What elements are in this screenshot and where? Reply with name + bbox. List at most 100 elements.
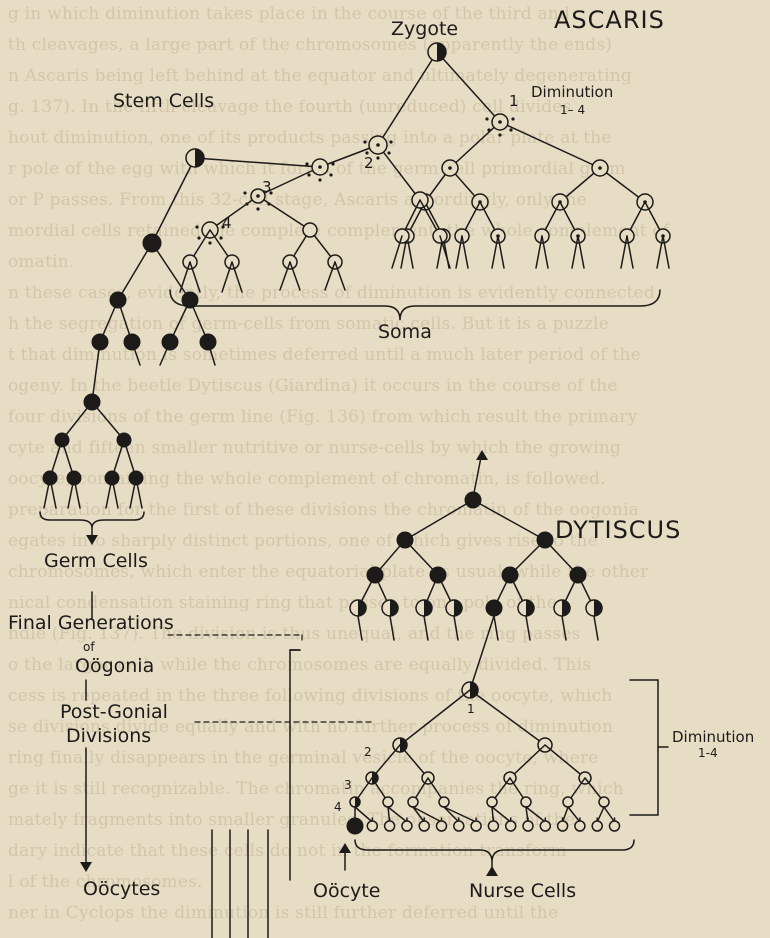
lineage-line xyxy=(535,235,543,269)
lineage-line xyxy=(449,121,501,169)
background-text-line: dary indicate that these cells do not in… xyxy=(8,841,567,861)
title-dytiscus: DYTISCUS xyxy=(555,516,682,544)
germ-cell-dark xyxy=(536,531,554,549)
somatic-cell xyxy=(453,820,465,832)
label-diminution-bottom-range: 1-4 xyxy=(698,746,718,760)
chromatin-granule xyxy=(487,128,491,132)
somatic-cell xyxy=(487,820,500,832)
lineage-line xyxy=(626,235,634,269)
chromatin-granule xyxy=(243,191,247,195)
lineage-line xyxy=(525,806,547,823)
somatic-cell-nucleus xyxy=(448,166,452,170)
lineage-line xyxy=(221,261,233,293)
lineage-line xyxy=(469,689,546,746)
background-text-line: or P passes. From this 32-cell stage, As… xyxy=(8,190,587,210)
chromatin-granule xyxy=(195,225,199,229)
germ-cell-dark xyxy=(346,817,364,835)
chromatin-granule xyxy=(208,241,212,245)
lineage-line xyxy=(159,341,171,366)
background-text-line: o the larger cell, while the chromosomes… xyxy=(8,655,592,675)
soma-bracket xyxy=(169,289,661,321)
chromatin-granule xyxy=(511,117,515,121)
lineage-line xyxy=(453,615,459,641)
somatic-cell xyxy=(522,820,534,832)
somatic-cell xyxy=(520,796,532,808)
background-text-line: ge it is still recognizable. The chromat… xyxy=(8,779,624,799)
germ-cells-bracket xyxy=(39,511,145,529)
lineage-line xyxy=(509,744,546,779)
dividing-cell-half xyxy=(454,600,462,616)
lineage-line xyxy=(194,157,321,168)
somatic-cell xyxy=(486,796,498,808)
lineage-line xyxy=(67,477,75,509)
lineage-line xyxy=(499,121,601,169)
lineage-line xyxy=(319,144,379,168)
lineage-line xyxy=(324,261,336,291)
arrow-head xyxy=(86,535,98,545)
lineage-line xyxy=(151,157,196,244)
somatic-cell-nucleus xyxy=(498,120,502,124)
lineage-line xyxy=(620,235,628,269)
somatic-cell-nucleus xyxy=(376,143,380,147)
chromatin-granule xyxy=(363,140,367,144)
lineage-line xyxy=(593,615,599,641)
arrow-head xyxy=(339,843,351,853)
germ-cell-dark xyxy=(429,566,447,584)
chromatin-granule xyxy=(307,173,311,177)
somatic-cell xyxy=(383,820,396,832)
background-text-line: g. 137). In the fifth cleavage the fourt… xyxy=(8,97,572,117)
lineage-line xyxy=(111,477,119,509)
label-diminution-top: Diminution xyxy=(531,83,614,101)
lineage-line xyxy=(117,242,153,301)
somatic-cell xyxy=(608,820,621,832)
title-ascaris: ASCARIS xyxy=(554,6,665,34)
lineage-line xyxy=(357,615,363,641)
chromatin-granule xyxy=(365,151,369,155)
lineage-line xyxy=(443,806,477,823)
marker-3-ascaris: 3 xyxy=(262,178,272,196)
label-diminution-top-range: 1– 4 xyxy=(560,103,586,117)
somatic-cell xyxy=(562,796,574,808)
lineage-line xyxy=(257,166,321,197)
marker-1-ascaris: 1 xyxy=(509,92,519,110)
chromatin-granule xyxy=(318,178,322,182)
label-oogonia: Oögonia xyxy=(75,655,155,677)
lineage-line xyxy=(439,235,451,269)
lineage-line xyxy=(231,261,243,293)
germ-cell-dark xyxy=(109,291,127,309)
lineage-line xyxy=(334,261,346,291)
background-text-line: egates into sharply distinct portions, o… xyxy=(8,531,598,551)
chromatin-granule xyxy=(219,236,223,240)
lineage-line xyxy=(599,167,646,203)
lineage-line xyxy=(436,51,501,123)
dividing-cell-half xyxy=(358,600,366,616)
chromatin-granule xyxy=(485,117,489,121)
lineage-line xyxy=(541,235,549,269)
lineage-line xyxy=(43,477,51,509)
nurse-cells-bracket xyxy=(354,839,635,863)
lineage-line xyxy=(561,806,569,823)
background-text-line: ring finally disappears in the germinal … xyxy=(8,748,599,768)
lineage-line xyxy=(561,615,567,641)
lineage-line xyxy=(387,806,391,823)
lineage-line xyxy=(491,235,499,269)
lineage-line xyxy=(399,744,429,779)
lineage-line xyxy=(406,235,414,269)
label-soma: Soma xyxy=(378,321,432,343)
lineage-line xyxy=(423,615,429,641)
germ-cell-dark xyxy=(485,599,503,617)
lineage-line xyxy=(491,806,512,823)
background-text-line: n these cases, evidently, the process of… xyxy=(8,283,655,303)
somatic-cell-nucleus xyxy=(598,166,602,170)
germ-cell-dark xyxy=(464,491,482,509)
chromatin-granule xyxy=(329,173,333,177)
lineage-line xyxy=(455,235,463,269)
somatic-cell xyxy=(504,820,517,832)
background-text-line: ndle (Fig. 137). The division is thus un… xyxy=(8,624,581,644)
chromatin-granule xyxy=(498,133,502,137)
background-text-line: n Ascaris being left behind at the equat… xyxy=(8,66,633,86)
background-text-line: omatin. xyxy=(8,252,75,272)
arrow-head xyxy=(80,862,92,872)
lineage-line xyxy=(412,806,443,823)
